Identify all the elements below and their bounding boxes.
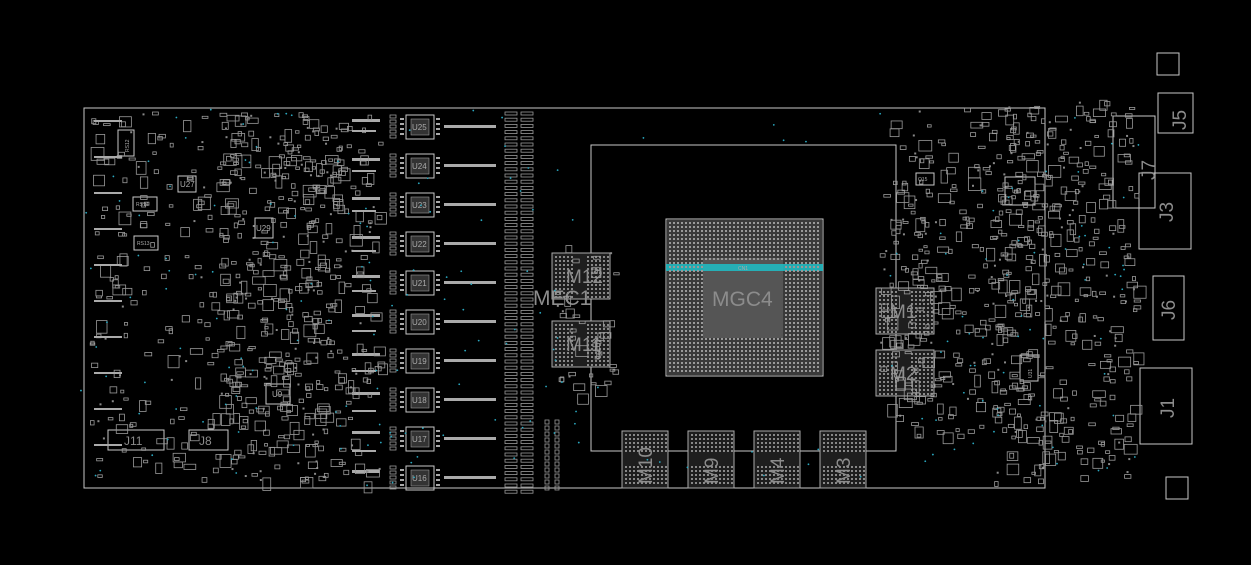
- connector-j11: J11: [107, 429, 165, 451]
- board-outline: [83, 107, 1046, 489]
- vrm-u16: U16: [352, 465, 496, 491]
- svg-text:J1: J1: [1158, 398, 1179, 418]
- vrm-label: U21: [412, 279, 427, 288]
- connector-j7: J7: [1112, 115, 1160, 209]
- vrm-u25: U25: [352, 114, 496, 140]
- vrm-label: U16: [412, 474, 427, 483]
- mount-pad-top: [1156, 52, 1180, 76]
- vrm-label: U25: [412, 123, 427, 132]
- svg-text:RS14: RS14: [136, 202, 149, 208]
- resistor-rs13: RS13: [133, 235, 159, 251]
- vrm-label: U22: [412, 240, 427, 249]
- memory-label: M12: [566, 267, 603, 288]
- vrm-u20: U20: [352, 309, 496, 335]
- memory-label: M1: [890, 302, 916, 323]
- vrm-u18: U18: [352, 387, 496, 413]
- vrm-label: U19: [412, 357, 427, 366]
- vrm-u23: U23: [352, 192, 496, 218]
- svg-text:J5: J5: [1170, 110, 1191, 130]
- svg-text:U9: U9: [272, 390, 283, 399]
- svg-text:J11: J11: [124, 434, 143, 448]
- svg-text:U27: U27: [180, 180, 195, 189]
- svg-text:U31: U31: [1028, 369, 1034, 378]
- passive-components: [89, 99, 1147, 494]
- transistor-q15: Q15: [915, 172, 935, 186]
- memory-chip-m11: M11: [551, 320, 611, 368]
- memory-chip-m12: M12: [551, 252, 611, 300]
- svg-text:J8: J8: [199, 434, 212, 448]
- svg-text:RS13: RS13: [137, 241, 150, 247]
- gpu-highlight-bar: [666, 264, 823, 271]
- svg-text:J3: J3: [1157, 202, 1178, 222]
- svg-text:RS12: RS12: [125, 139, 131, 152]
- chip-u29: U29: [254, 217, 274, 239]
- memory-label: M4: [768, 457, 789, 484]
- vias: [80, 108, 1140, 487]
- mount-pad-bottom: [1165, 476, 1189, 500]
- connector-j5: J5: [1157, 92, 1194, 134]
- chip-u27: U27: [177, 175, 197, 193]
- vrm-label: U18: [412, 396, 427, 405]
- connector-j8: J8: [188, 429, 229, 451]
- vrm-u22: U22: [352, 231, 496, 257]
- vrm-label: U23: [412, 201, 427, 210]
- connector-j1: J1: [1139, 367, 1193, 445]
- vrm-u24: U24: [352, 153, 496, 179]
- gpu-label: MGC4: [712, 288, 773, 311]
- memory-label: M9: [702, 458, 723, 484]
- vrm-label: U20: [412, 318, 427, 327]
- memory-label: M10: [636, 447, 657, 484]
- resistor-rs12: RS12: [117, 129, 135, 157]
- chip-u9: U9: [265, 383, 291, 405]
- gpu-chip: CN1 MGC4: [665, 218, 824, 377]
- chip-u31: U31: [1019, 354, 1039, 382]
- vrm-u19: U19: [352, 348, 496, 374]
- memory-chip-m2: M2: [875, 349, 935, 397]
- svg-text:U29: U29: [256, 224, 271, 233]
- memory-chip-m4: M4: [753, 430, 801, 489]
- connector-j3: J3: [1138, 172, 1192, 250]
- memory-chip-m3: M3: [819, 430, 867, 489]
- memory-chip-m10: M10: [621, 430, 669, 489]
- resistor-rs14: RS14: [132, 196, 158, 212]
- connector-j6: J6: [1152, 275, 1185, 341]
- memory-ghost-label: MEC1: [533, 287, 591, 310]
- vrm-u17: U17: [352, 426, 496, 452]
- svg-text:J7: J7: [1139, 160, 1160, 180]
- svg-text:J6: J6: [1159, 300, 1180, 320]
- gpu-bar-label: CN1: [738, 266, 748, 272]
- vrm-u21: U21: [352, 270, 496, 296]
- vrm-label: U24: [412, 162, 427, 171]
- memory-chip-m9: M9: [687, 430, 735, 489]
- memory-label: M3: [834, 458, 855, 484]
- vrm-label: U17: [412, 435, 427, 444]
